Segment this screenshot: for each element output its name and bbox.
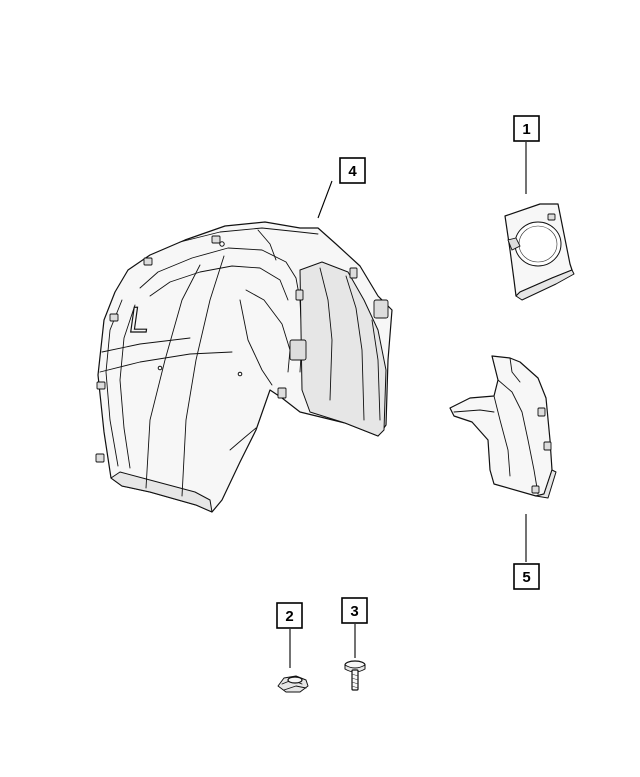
- callout-2-number: 2: [285, 608, 293, 625]
- leader-lines: [289, 142, 527, 668]
- callout-3-number: 3: [350, 603, 358, 620]
- splash-shield-part: [449, 355, 557, 499]
- push-pin-retainer-part: [277, 675, 309, 693]
- callout-4-number: 4: [348, 163, 357, 180]
- callout-3: 3: [341, 597, 368, 624]
- callout-4: 4: [339, 157, 366, 184]
- callout-2: 2: [276, 602, 303, 629]
- screw-part: [344, 660, 366, 691]
- callout-5-number: 5: [522, 569, 530, 586]
- shield-part: [504, 203, 575, 301]
- wheelhouse-liner-part: L: [95, 221, 393, 513]
- callout-1-number: 1: [522, 121, 530, 138]
- callout-5: 5: [513, 563, 540, 590]
- leader-line-4: [317, 180, 333, 219]
- callout-1: 1: [513, 115, 540, 142]
